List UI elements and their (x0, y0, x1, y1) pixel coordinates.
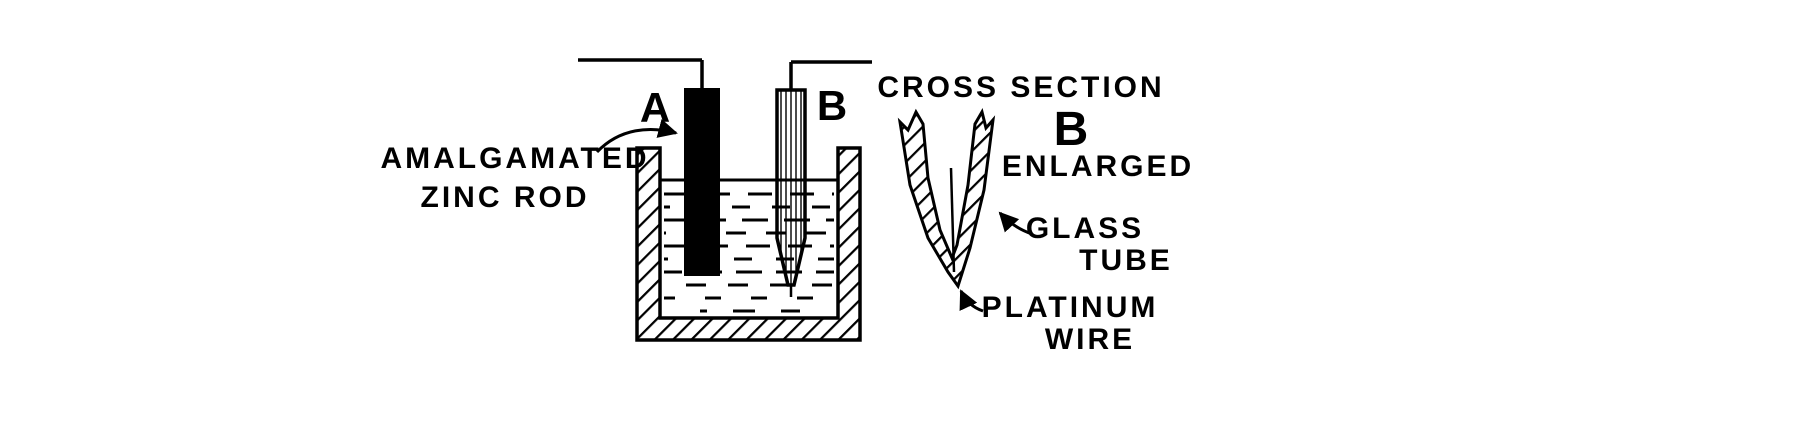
label-tube: TUBE (1079, 244, 1173, 277)
wire-to-electrode-b (789, 60, 872, 90)
label-platinum: PLATINUM (982, 291, 1159, 324)
label-glass: GLASS (1026, 212, 1144, 245)
label-zinc-rod: ZINC ROD (421, 181, 590, 214)
label-enlarged: ENLARGED (1002, 150, 1194, 183)
label-cross-section-b: B (1054, 103, 1091, 156)
amalgamated-zinc-rod (684, 88, 720, 276)
arrow-platinum-wire (959, 289, 984, 313)
wire-to-electrode-a (578, 58, 704, 90)
arrow-glass-tube (998, 211, 1033, 236)
label-cross-section: CROSS SECTION (877, 71, 1164, 104)
glass-tube-shading (780, 90, 802, 285)
glass-tube-outline (775, 88, 807, 287)
glass-tube-electrode (775, 88, 807, 297)
label-wire: WIRE (1045, 323, 1135, 356)
label-electrode-a: A (640, 84, 672, 131)
label-amalgamated: AMALGAMATED (380, 142, 649, 175)
cross-section-figure (897, 108, 996, 290)
beaker-walls (635, 146, 862, 342)
arrow-zinc-rod (595, 119, 678, 154)
cross-section-platinum-wire (949, 167, 956, 273)
label-electrode-b: B (817, 82, 849, 129)
cross-section-tube-walls (897, 108, 996, 290)
